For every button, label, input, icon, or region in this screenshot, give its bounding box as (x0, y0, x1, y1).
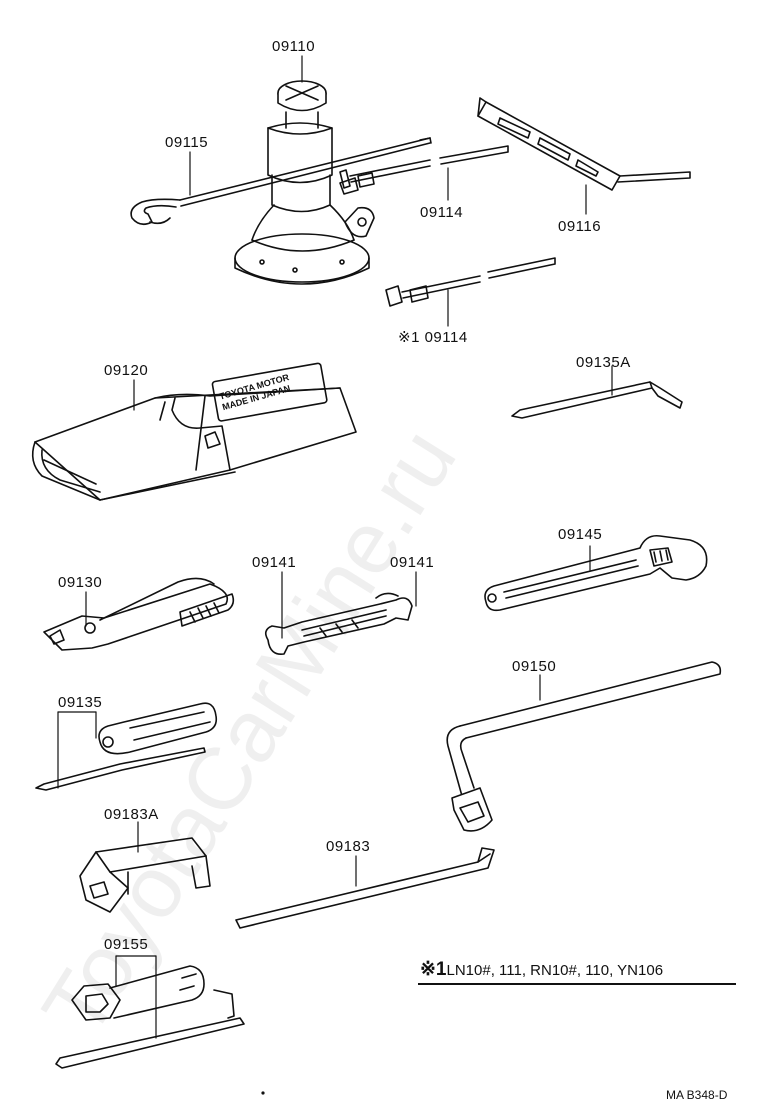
jack-handle-drawing (130, 137, 432, 226)
label-wrench-b: 09141 (390, 554, 435, 571)
label-handle-lever: 09116 (558, 218, 602, 235)
lug-wrench-drawing (446, 661, 722, 832)
extension-bar-alt-drawing (385, 257, 556, 307)
tool-bag-drawing (31, 362, 357, 501)
handle-lever-drawing (477, 97, 691, 191)
spark-plug-wrench-drawing (55, 965, 245, 1069)
note-underline (418, 983, 736, 985)
label-screwdriver-set: 09135 (58, 694, 103, 711)
label-hub-nut-wrench: 09183A (104, 806, 159, 823)
label-pliers: 09130 (58, 574, 103, 591)
screwdriver-bent-drawing (511, 381, 683, 419)
hub-nut-wrench-drawing (79, 837, 211, 913)
applicability-note: ※1LN10#, 111, RN10#, 110, YN106 (420, 958, 663, 981)
screwdriver-set-drawing (35, 702, 218, 791)
label-adjustable-wrench: 09145 (558, 526, 603, 543)
label-jack-handle: 09115 (165, 134, 209, 151)
label-screwdriver-bent: 09135A (576, 354, 631, 371)
adjustable-wrench-drawing (484, 534, 708, 612)
note-text: LN10#, 111, RN10#, 110, YN106 (446, 962, 664, 979)
label-spark-plug-wrench: 09155 (104, 936, 149, 953)
label-tool-bag: 09120 (104, 362, 149, 379)
note-symbol: ※1 (420, 959, 447, 980)
drawing-code: MA B348-D (666, 1088, 728, 1102)
label-extension-bar-alt: ※1 09114 (398, 329, 468, 346)
label-jack: 09110 (272, 38, 316, 55)
jack-drawing (234, 80, 375, 285)
label-extension-bar: 09114 (420, 204, 464, 221)
label-wrench-a: 09141 (252, 554, 297, 571)
tire-lever-drawing (235, 847, 495, 929)
label-tire-lever: 09183 (326, 838, 371, 855)
leader-lines (57, 55, 613, 1039)
pliers-drawing (43, 577, 235, 651)
extension-bar-drawing (339, 145, 509, 189)
label-lug-wrench: 09150 (512, 658, 557, 675)
double-wrench-drawing (264, 592, 413, 656)
